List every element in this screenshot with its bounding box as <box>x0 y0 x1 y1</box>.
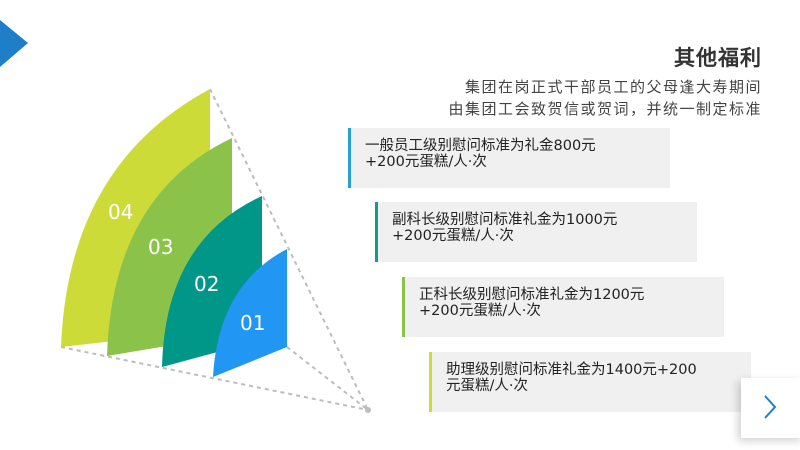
segment-01 <box>213 249 287 377</box>
benefit-item-4-line2: 元蛋糕/人·次 <box>446 378 528 394</box>
segment-label-03: 03 <box>148 235 173 259</box>
subtitle-line-2: 由集团工会致贺信或贺词，并统一制定标准 <box>448 100 762 118</box>
segment-label-02: 02 <box>194 272 219 296</box>
benefit-item-1-line1: 一般员工级别慰问标准为礼金800元 <box>365 138 596 154</box>
benefit-item-2: 副科长级别慰问标准礼金为1000元 +200元蛋糕/人·次 <box>375 202 697 262</box>
subtitle-line-1: 集团在岗正式干部员工的父母逢大寿期间 <box>464 78 762 96</box>
benefit-item-4: 助理级别慰问标准礼金为1400元+200 元蛋糕/人·次 <box>429 352 751 412</box>
benefit-item-3: 正科长级别慰问标准礼金为1200元 +200元蛋糕/人·次 <box>402 277 724 337</box>
benefit-item-1: 一般员工级别慰问标准为礼金800元 +200元蛋糕/人·次 <box>348 128 670 188</box>
guide-line-bottom <box>60 346 369 411</box>
benefit-item-1-line2: +200元蛋糕/人·次 <box>365 154 487 170</box>
segment-label-01: 01 <box>240 311 265 335</box>
page-title: 其他福利 <box>674 46 762 70</box>
subtitle: 集团在岗正式干部员工的父母逢大寿期间 由集团工会致贺信或贺词，并统一制定标准 <box>448 76 762 120</box>
benefit-item-2-line2: +200元蛋糕/人·次 <box>392 228 514 244</box>
guide-line-top <box>209 88 369 411</box>
benefit-item-3-line1: 正科长级别慰问标准礼金为1200元 <box>419 287 645 303</box>
benefit-item-4-line1: 助理级别慰问标准礼金为1400元+200 <box>446 362 697 378</box>
corner-triangle-icon <box>0 20 28 67</box>
chevron-right-icon <box>764 395 777 419</box>
segment-label-04: 04 <box>108 200 133 224</box>
next-slide-button[interactable] <box>741 378 800 438</box>
benefit-item-2-line1: 副科长级别慰问标准礼金为1000元 <box>392 212 618 228</box>
guide-line-inner <box>286 346 369 411</box>
benefit-item-3-line2: +200元蛋糕/人·次 <box>419 303 541 319</box>
apex-dot <box>365 407 371 413</box>
sail-diagram: 04 03 02 01 <box>60 88 371 413</box>
